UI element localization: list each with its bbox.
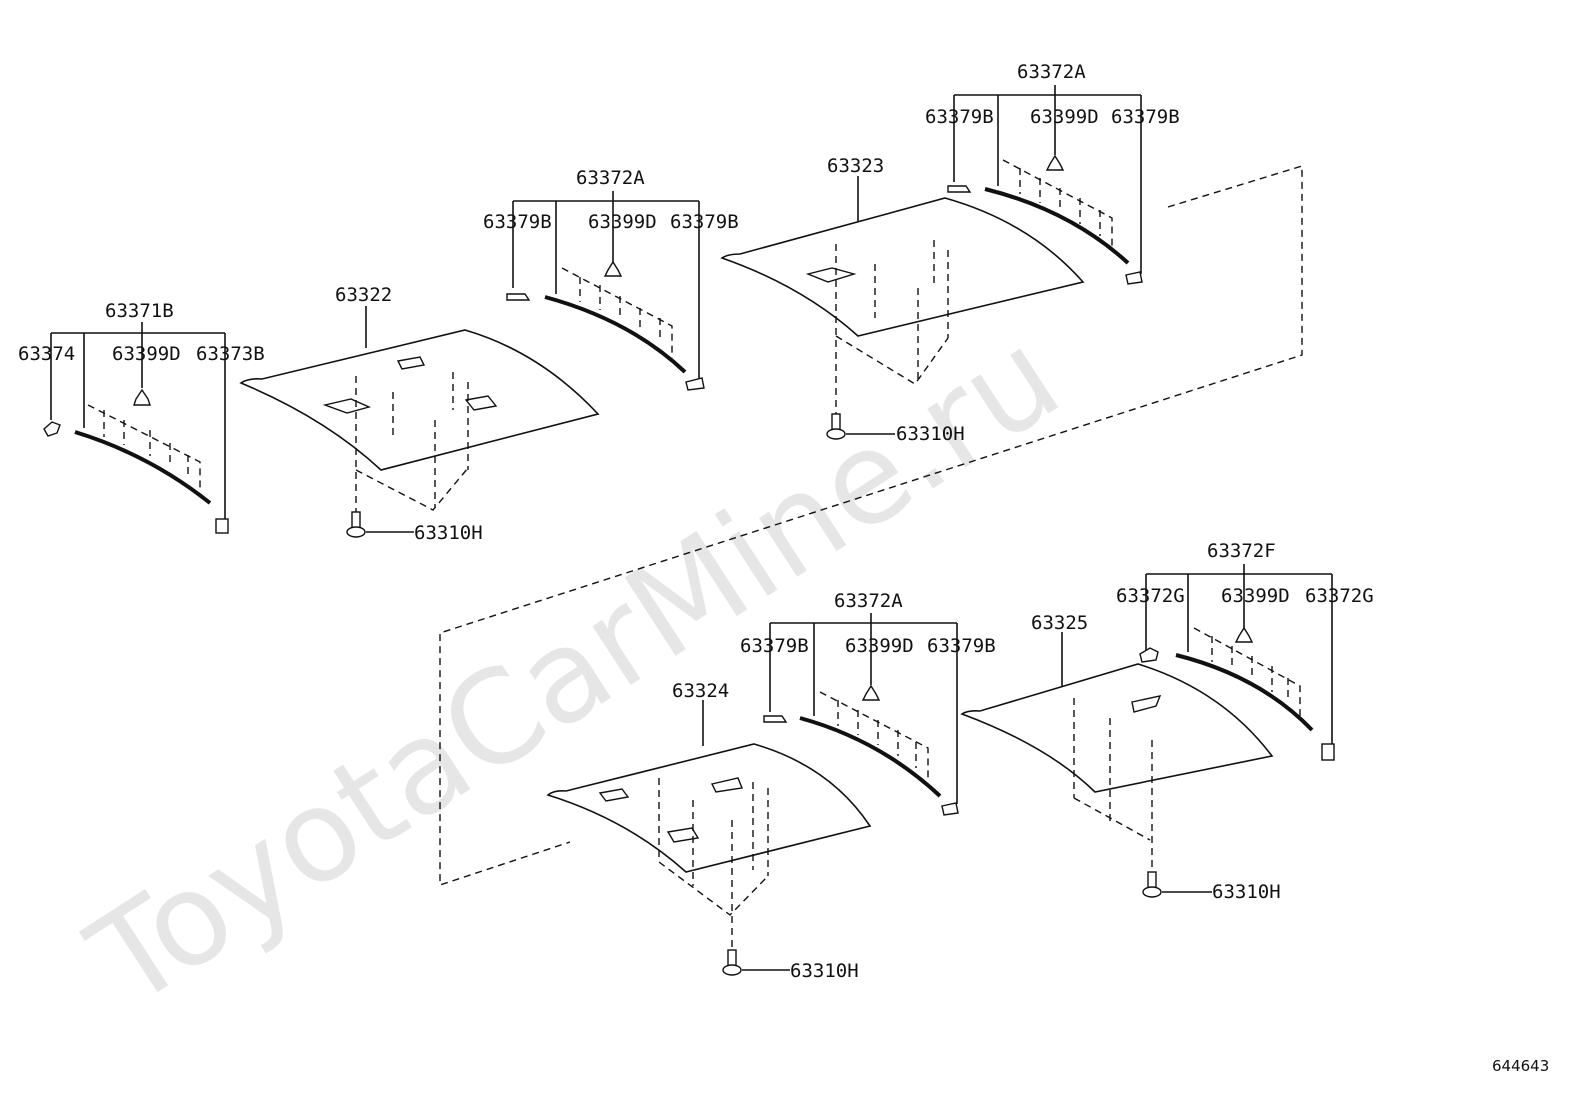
label-63310h-4: 63310H [1212, 881, 1281, 903]
clip-63379b-1 [506, 293, 531, 301]
label-63372a-1: 63372A [576, 167, 645, 189]
screw-63310h-4 [1142, 871, 1162, 898]
label-63310h-3: 63310H [790, 960, 859, 982]
clip-63379b-3 [947, 185, 972, 193]
label-63399d-1: 63399D [112, 343, 181, 365]
headliner-63324 [546, 700, 872, 976]
label-63399d-5: 63399D [1221, 585, 1290, 607]
roof-headlining-panel-3 [546, 743, 872, 873]
screw-63310h-1 [346, 511, 366, 538]
headliner-63322 [239, 306, 600, 538]
roof-rail-molding-5 [1175, 653, 1314, 732]
clip-63379b-6 [941, 802, 959, 816]
roof-rail-molding [74, 430, 212, 505]
label-63310h-2: 63310H [896, 423, 965, 445]
roof-rail-molding-2 [544, 295, 687, 374]
clip-63379b-5 [763, 715, 788, 723]
clip-63372g-1 [1139, 647, 1159, 663]
label-63372f: 63372F [1207, 540, 1276, 562]
assembly-63372a-top [947, 85, 1143, 285]
row-connector-outline [439, 165, 1303, 886]
diagram-reference-id: 644643 [1492, 1057, 1549, 1075]
clip-63399d-3 [1045, 154, 1065, 171]
label-63372a-3: 63372A [834, 590, 903, 612]
label-63373b: 63373B [196, 343, 265, 365]
label-63379b-4: 63379B [1111, 106, 1180, 128]
assembly-63372a-mid [506, 191, 705, 391]
label-63399d-3: 63399D [1030, 106, 1099, 128]
headliner-63323 [720, 176, 1085, 440]
label-63399d-2: 63399D [588, 211, 657, 233]
roof-headlining-panel-1 [239, 329, 600, 471]
roof-rail-molding-4 [799, 716, 942, 798]
label-63310h-1: 63310H [414, 522, 483, 544]
label-63379b-3: 63379B [925, 106, 994, 128]
roof-rail-molding-3 [984, 187, 1130, 265]
label-63372a-2: 63372A [1017, 61, 1086, 83]
roof-headlining-panel-4 [960, 663, 1274, 793]
clip-63399d-1 [133, 388, 151, 406]
label-63325: 63325 [1031, 612, 1088, 634]
label-63372g-2: 63372G [1305, 585, 1374, 607]
label-63372g-1: 63372G [1116, 585, 1185, 607]
headliner-63325 [960, 632, 1274, 898]
clip-63372g-2 [1321, 743, 1335, 761]
assembly-63371b [43, 322, 229, 534]
label-63323: 63323 [827, 155, 884, 177]
clip-63373b [215, 518, 229, 534]
label-63399d-4: 63399D [845, 635, 914, 657]
label-63374: 63374 [18, 343, 75, 365]
label-63322: 63322 [335, 284, 392, 306]
label-63324: 63324 [672, 680, 729, 702]
screw-63310h-2 [826, 413, 846, 440]
screw-63310h-3 [722, 949, 742, 976]
clip-63374 [43, 421, 61, 437]
clip-63399d-2 [603, 260, 623, 277]
assembly-63372f [1139, 564, 1335, 761]
label-63379b-1: 63379B [483, 211, 552, 233]
clip-63379b-2 [685, 377, 705, 391]
clip-63399d-4 [861, 684, 881, 701]
assembly-63372a-bottom [763, 613, 959, 816]
clip-63399d-5 [1234, 626, 1254, 643]
label-63379b-2: 63379B [670, 211, 739, 233]
label-63379b-6: 63379B [927, 635, 996, 657]
label-63379b-5: 63379B [740, 635, 809, 657]
clip-63379b-4 [1125, 271, 1143, 285]
roof-headlining-panel-2 [720, 197, 1085, 337]
label-63371b: 63371B [105, 300, 174, 322]
